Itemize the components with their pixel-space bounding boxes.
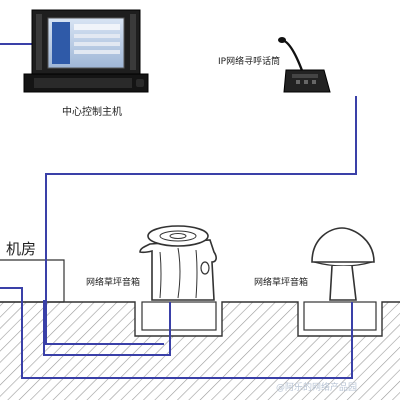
- cable-mic-to-room: [45, 96, 357, 300]
- control-host-device: [23, 9, 149, 93]
- lawn-speaker-2-label: 网络草坪音箱: [254, 278, 309, 288]
- machine-room-label: 机房: [6, 240, 37, 258]
- trackball: [136, 79, 144, 87]
- control-host-label: 中心控制主机: [62, 107, 122, 118]
- speaker-pit-2: [303, 301, 377, 331]
- watermark: @阿乐的网络产品园: [276, 383, 358, 393]
- cables: [0, 43, 357, 379]
- cable-room-to-speaker-2: [0, 287, 353, 379]
- cable-stub: [45, 300, 164, 345]
- machine-room: [0, 259, 65, 303]
- stump-speaker: [139, 225, 217, 301]
- ip-mic-device: [278, 37, 331, 93]
- ground-soil: [0, 301, 400, 400]
- speaker-pit-1: [141, 301, 217, 331]
- mushroom-speaker: [311, 227, 375, 301]
- ip-mic-label: IP网络寻呼话筒: [218, 57, 281, 67]
- keyboard: [34, 78, 132, 88]
- ground-surface-line: [0, 301, 400, 337]
- cable-room-to-speaker-1: [43, 300, 171, 356]
- lawn-speaker-1-label: 网络草坪音箱: [86, 278, 141, 288]
